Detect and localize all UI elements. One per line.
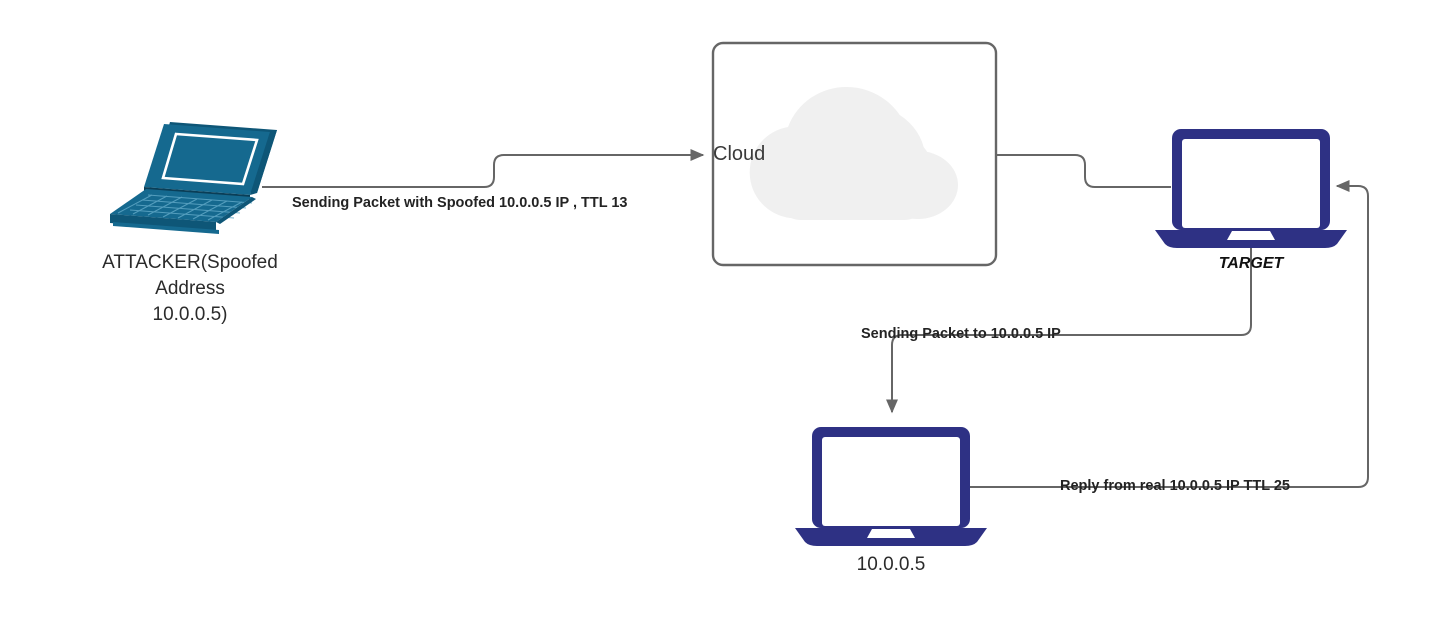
attacker-label-line3: 10.0.0.5) bbox=[152, 304, 228, 325]
attacker-label-line2: Address bbox=[155, 278, 225, 299]
connector-label-target-to-real-host: Sending Packet to 10.0.0.5 IP bbox=[861, 326, 1061, 342]
cloud-icon bbox=[749, 86, 958, 220]
laptop-icon-real-host bbox=[795, 427, 987, 546]
cloud-box bbox=[711, 41, 998, 267]
laptop-icon-target bbox=[1155, 129, 1347, 248]
attacker-label-line1: ATTACKER(Spoofed bbox=[102, 252, 278, 273]
connector-attacker-to-cloud bbox=[262, 148, 705, 188]
connector-target-to-real-host bbox=[885, 248, 1252, 414]
connector-label-attacker-to-cloud: Sending Packet with Spoofed 10.0.0.5 IP … bbox=[292, 195, 628, 211]
cloud-label: Cloud bbox=[713, 143, 766, 165]
connector-real-host-to-target bbox=[970, 179, 1369, 488]
target-label: TARGET bbox=[1218, 255, 1284, 272]
connector-label-real-host-to-target: Reply from real 10.0.0.5 IP TTL 25 bbox=[1060, 478, 1290, 494]
real-host-label: 10.0.0.5 bbox=[856, 554, 926, 575]
laptop-isometric-icon bbox=[110, 122, 277, 234]
connector-cloud-to-target bbox=[996, 154, 1171, 188]
